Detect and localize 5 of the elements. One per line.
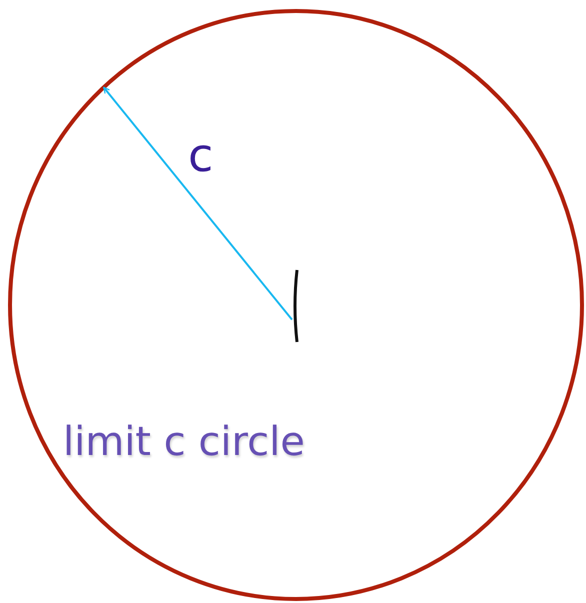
center-mark: [292, 268, 300, 344]
circle-label: limit c circle: [63, 419, 305, 465]
circle-outline: [8, 9, 584, 601]
arrow: [102, 86, 293, 320]
edge-label: c: [188, 132, 214, 178]
